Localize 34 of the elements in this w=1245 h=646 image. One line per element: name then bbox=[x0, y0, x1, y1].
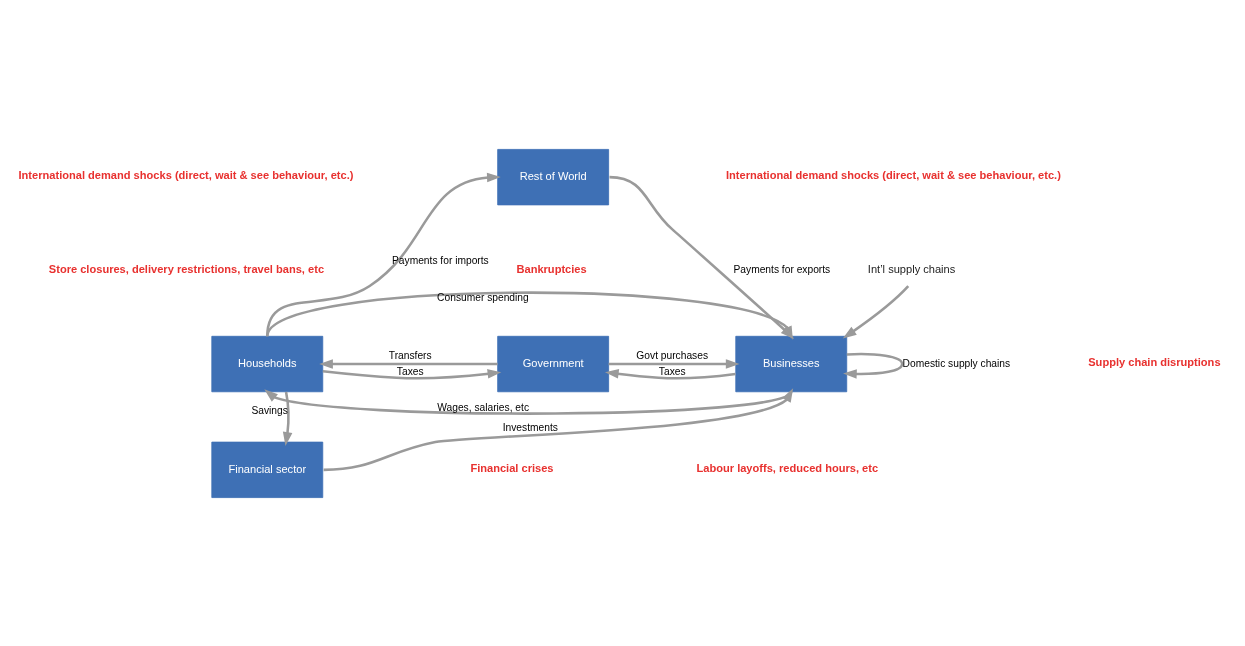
label: International demand shocks (direct, wait & see behaviour, etc.) bbox=[18, 168, 354, 181]
label: Bankruptcies bbox=[516, 262, 587, 275]
node-text: Int’l supply chains bbox=[867, 262, 956, 275]
arrow bbox=[282, 391, 293, 446]
arrow bbox=[842, 284, 910, 338]
edge-label: Payments for imports bbox=[392, 254, 489, 266]
edge-label: Investments bbox=[502, 421, 558, 433]
edge-label: Wages, salaries, etc bbox=[437, 401, 530, 413]
node-box: Rest of World bbox=[497, 148, 610, 205]
label: Financial crises bbox=[470, 461, 554, 474]
label: International demand shocks (direct, wait & see behaviour, etc.) bbox=[725, 168, 1061, 181]
arrow bbox=[843, 352, 904, 379]
edge-label: Consumer spending bbox=[437, 291, 529, 303]
node-box: Businesses bbox=[735, 335, 848, 392]
arrow bbox=[323, 387, 794, 471]
arrow bbox=[608, 358, 740, 369]
edge-label: Payments for exports bbox=[733, 263, 831, 275]
node-box: Financial sector bbox=[211, 441, 324, 498]
node-box: Households bbox=[211, 335, 324, 392]
label: Labour layoffs, reduced hours, etc bbox=[696, 461, 879, 474]
arrow bbox=[319, 358, 498, 369]
edge-label: Taxes bbox=[658, 365, 686, 377]
label: Store closures, delivery restrictions, travel bans, etc bbox=[48, 262, 325, 275]
edge-label: Transfers bbox=[388, 349, 432, 361]
arrow bbox=[322, 368, 502, 379]
label: Supply chain disruptions bbox=[1088, 355, 1221, 368]
arrow bbox=[264, 388, 792, 415]
node-box: Government bbox=[497, 335, 610, 392]
edge-label: Domestic supply chains bbox=[902, 357, 1011, 369]
edge-label: Govt purchases bbox=[636, 349, 709, 361]
arrow bbox=[266, 172, 501, 336]
edge-label: Savings bbox=[251, 404, 288, 416]
edge-label: Taxes bbox=[396, 365, 424, 377]
arrow bbox=[604, 368, 736, 379]
